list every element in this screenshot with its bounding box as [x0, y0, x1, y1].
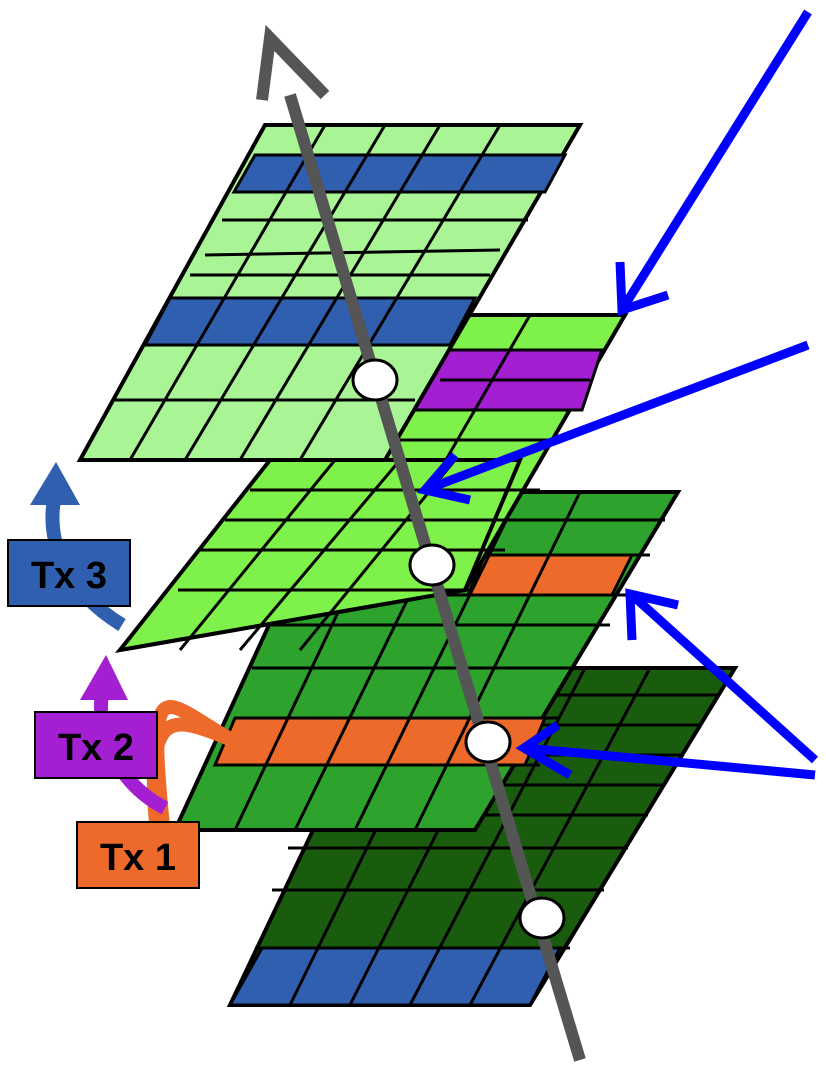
updated-row-blue-top	[231, 153, 568, 194]
snapshot-marker-icon	[408, 543, 456, 587]
updated-row-orange-right	[465, 553, 635, 597]
tx1-label-box: Tx 1	[76, 821, 200, 889]
snapshot-layer-4	[76, 123, 584, 462]
updated-row-blue-middle	[142, 296, 478, 347]
pointer-arrow-icon	[515, 721, 816, 780]
pointer-arrow-icon	[416, 340, 810, 505]
snapshot-markers	[351, 358, 566, 940]
tx2-label: Tx 2	[58, 727, 134, 769]
snapshot-marker-icon	[351, 358, 399, 402]
snapshot-marker-icon	[518, 896, 566, 940]
tx3-label-box: Tx 3	[7, 539, 131, 607]
pointer-arrow-icon	[615, 9, 812, 317]
pointer-arrows	[416, 9, 819, 780]
tx2-label-box: Tx 2	[34, 711, 158, 779]
tx1-label: Tx 1	[100, 837, 176, 879]
pointer-arrow-icon	[625, 588, 819, 764]
snapshot-marker-icon	[464, 720, 512, 764]
tx3-label: Tx 3	[31, 555, 107, 597]
updated-row-blue	[227, 946, 563, 1007]
